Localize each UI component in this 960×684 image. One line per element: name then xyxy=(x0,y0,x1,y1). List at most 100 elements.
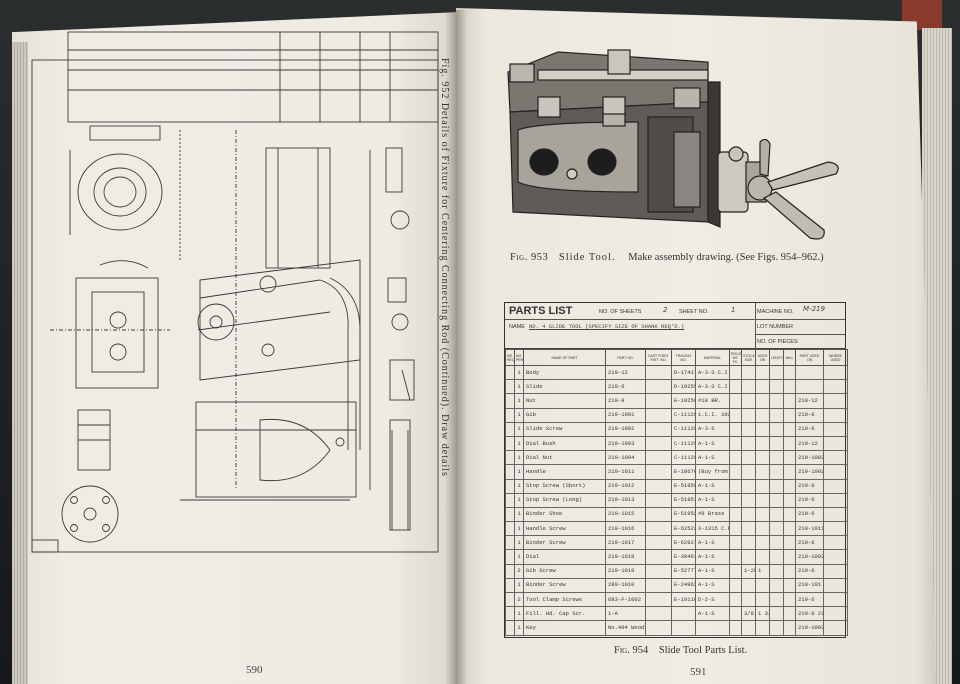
table-cell xyxy=(729,521,742,537)
table-cell xyxy=(783,478,796,494)
table-cell: A-1-S xyxy=(695,450,730,466)
table-cell xyxy=(823,620,848,636)
table-cell: Slide Screw xyxy=(523,421,606,437)
table-cell: E-52777 xyxy=(671,563,696,579)
table-cell xyxy=(729,549,742,565)
table-cell: 1 xyxy=(514,393,524,409)
table-cell xyxy=(783,464,796,480)
table-cell: 219-1002 xyxy=(795,620,824,636)
table-cell xyxy=(645,492,672,508)
table-cell xyxy=(755,521,770,537)
table-cell: Handle xyxy=(523,464,606,480)
table-cell xyxy=(755,478,770,494)
table-cell xyxy=(505,450,515,466)
table-cell: A-1-S xyxy=(695,535,730,551)
table-cell: A-1-S xyxy=(695,563,730,579)
table-cell xyxy=(823,478,848,494)
table-cell xyxy=(783,492,796,508)
table-cell: 3/8 xyxy=(741,606,756,622)
table-cell xyxy=(505,535,515,551)
table-cell: A-1-S xyxy=(695,492,730,508)
table-cell xyxy=(783,421,796,437)
table-cell xyxy=(795,364,824,381)
sheet-no-label: SHEET NO. xyxy=(679,309,709,315)
table-cell: C-11129 xyxy=(671,435,696,452)
parts-column-header: NO. PER xyxy=(514,349,524,366)
table-cell: #8 Brass xyxy=(695,506,730,523)
table-cell xyxy=(645,464,672,480)
table-cell: 1 xyxy=(514,450,524,466)
table-cell xyxy=(729,577,742,594)
table-cell xyxy=(823,435,848,452)
table-cell: E-51950 xyxy=(671,478,696,494)
table-cell xyxy=(769,379,784,395)
table-cell xyxy=(645,521,672,537)
table-cell: Binder Screw xyxy=(523,577,606,594)
table-cell xyxy=(741,521,756,537)
parts-list-title: PARTS LIST xyxy=(509,305,573,317)
table-cell xyxy=(505,549,515,565)
table-cell xyxy=(695,620,730,636)
table-cell xyxy=(755,379,770,395)
table-cell xyxy=(729,492,742,508)
table-cell xyxy=(741,464,756,480)
table-cell xyxy=(769,620,784,636)
table-cell: X-1315 C.R. xyxy=(695,521,730,537)
table-cell xyxy=(823,577,848,594)
table-cell xyxy=(783,506,796,523)
fig953-label: Fig. 953 xyxy=(510,252,549,263)
table-cell: A-1-S xyxy=(695,478,730,494)
parts-column-header: TRACING NO. xyxy=(671,349,696,366)
table-cell: 280-1010 xyxy=(605,577,646,594)
table-cell: (Buy from Cincinnati Ball Crank Co.) xyxy=(695,464,730,480)
table-cell: 219-6 xyxy=(795,421,824,437)
table-cell: 1 3/8 xyxy=(755,606,770,622)
table-cell xyxy=(729,421,742,437)
table-cell xyxy=(505,577,515,594)
name-value: NO. 4 SLIDE TOOL (SPECIFY SIZE OF SHANK … xyxy=(529,323,685,330)
table-cell xyxy=(783,450,796,466)
table-cell: 1 xyxy=(755,563,770,579)
table-cell xyxy=(755,577,770,594)
table-cell xyxy=(783,606,796,622)
table-cell: A-1-S xyxy=(695,549,730,565)
table-cell: 219-1019 xyxy=(605,563,646,579)
table-cell xyxy=(645,620,672,636)
table-cell: 219-6 xyxy=(795,506,824,523)
parts-list-form: PARTS LIST NO. OF SHEETS 2 SHEET NO. 1 M… xyxy=(504,302,848,638)
table-cell: C-11129 xyxy=(671,407,696,423)
parts-column-header: MATERIAL xyxy=(695,349,730,366)
table-cell: C-11129 xyxy=(671,450,696,466)
table-cell xyxy=(755,549,770,565)
table-cell xyxy=(783,435,796,452)
table-cell xyxy=(755,506,770,523)
table-cell xyxy=(741,577,756,594)
table-cell: Key xyxy=(523,620,606,636)
table-cell: 219-12 xyxy=(795,435,824,452)
table-cell xyxy=(741,379,756,395)
table-cell xyxy=(755,591,770,608)
table-cell xyxy=(769,492,784,508)
table-cell xyxy=(505,506,515,523)
table-cell xyxy=(823,535,848,551)
table-cell: 219-1002 xyxy=(795,549,824,565)
fig954-text: Slide Tool Parts List. xyxy=(658,645,748,656)
left-page xyxy=(12,12,460,684)
table-cell xyxy=(769,577,784,594)
table-cell xyxy=(783,563,796,579)
table-cell: 219-1001 xyxy=(605,407,646,423)
table-cell xyxy=(741,421,756,437)
table-cell: 1 xyxy=(514,506,524,523)
table-cell: 1 xyxy=(514,492,524,508)
table-cell: E-24962 xyxy=(671,577,696,594)
table-cell xyxy=(645,478,672,494)
table-cell xyxy=(729,364,742,381)
table-cell xyxy=(823,563,848,579)
machine-no-label: MACHINE NO. xyxy=(757,309,794,315)
table-cell xyxy=(755,435,770,452)
table-cell: 219-6 xyxy=(795,492,824,508)
